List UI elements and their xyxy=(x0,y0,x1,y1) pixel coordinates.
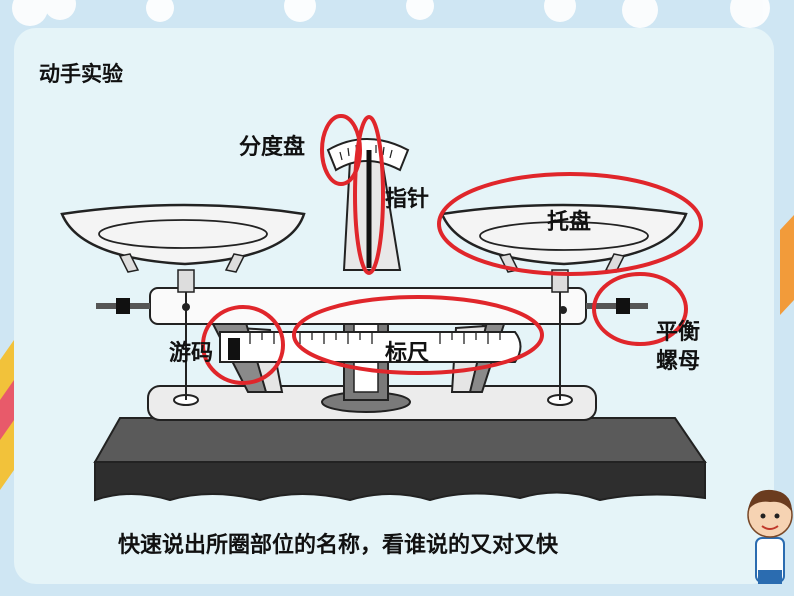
beam-scale-ruler xyxy=(219,331,522,363)
balance-base xyxy=(93,385,707,502)
highlight-beam-scale xyxy=(292,295,544,375)
highlight-pan xyxy=(437,172,703,276)
highlight-pointer xyxy=(353,115,385,275)
label-beam-scale: 标尺 xyxy=(385,341,430,366)
left-pan xyxy=(60,203,306,273)
label-pointer: 指针 xyxy=(385,187,430,212)
label-dial: 分度盘 xyxy=(239,135,306,160)
highlight-balance-nut xyxy=(592,272,688,346)
label-pan: 托盘 xyxy=(547,210,592,235)
caption: 快速说出所圈部位的名称，看谁说的又对又快 xyxy=(118,533,559,558)
crossbeam xyxy=(96,287,648,325)
student-mascot xyxy=(747,489,793,584)
label-rider: 游码 xyxy=(169,341,214,366)
highlight-dial xyxy=(320,114,362,186)
label-balance-nut-line1: 平衡 xyxy=(656,320,701,345)
pencil-decoration xyxy=(0,215,794,490)
slide-title: 动手实验 xyxy=(39,62,123,86)
label-balance-nut-line2: 螺母 xyxy=(656,349,701,374)
rider-block xyxy=(228,338,240,360)
clouds-decoration xyxy=(12,0,770,28)
highlight-rider xyxy=(201,305,285,385)
